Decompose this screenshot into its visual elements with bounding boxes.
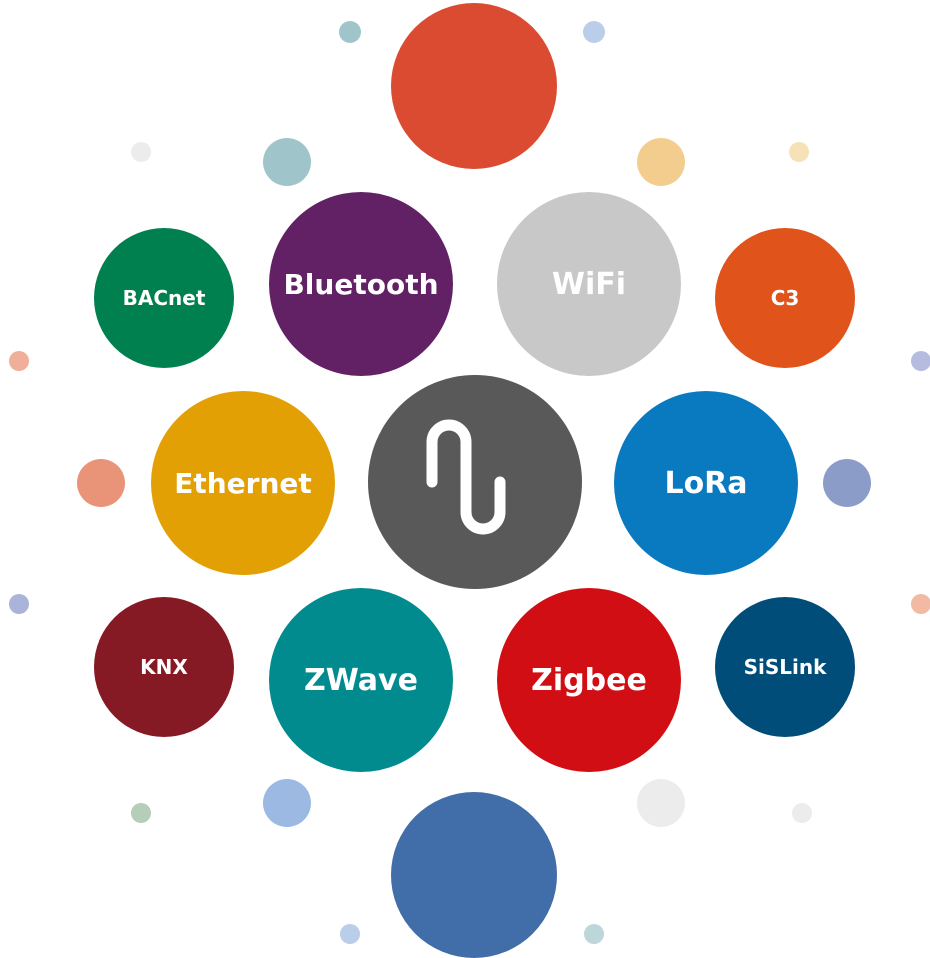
node-zigbee: Zigbee — [497, 588, 681, 772]
decorative-dot — [9, 351, 29, 371]
decorative-dot — [583, 21, 605, 43]
accent-circle-top — [391, 3, 557, 169]
decorative-dot — [263, 138, 311, 186]
node-label: BACnet — [122, 286, 206, 310]
node-wifi: WiFi — [497, 192, 681, 376]
decorative-dot — [792, 803, 812, 823]
decorative-dot — [911, 594, 930, 614]
accent-circle-bottom — [391, 792, 557, 958]
node-label: Zigbee — [531, 662, 647, 698]
node-bluetooth: Bluetooth — [269, 192, 453, 376]
node-c3: C3 — [715, 228, 855, 368]
node-label: ZWave — [304, 662, 418, 698]
decorative-dot — [637, 138, 685, 186]
decorative-dot — [340, 924, 360, 944]
node-label: Ethernet — [174, 466, 312, 500]
hub-circle — [368, 375, 582, 589]
node-label: C3 — [770, 286, 800, 310]
decorative-dot — [9, 594, 29, 614]
decorative-dot — [584, 924, 604, 944]
node-label: LoRa — [664, 465, 748, 501]
decorative-dot — [77, 459, 125, 507]
node-label: SiSLink — [743, 655, 827, 679]
decorative-dot — [339, 21, 361, 43]
decorative-dot — [131, 142, 151, 162]
node-zwave: ZWave — [269, 588, 453, 772]
node-ethernet: Ethernet — [151, 391, 335, 575]
decorative-dot — [637, 779, 685, 827]
node-label: KNX — [140, 655, 188, 679]
node-label: Bluetooth — [283, 267, 439, 301]
decorative-dot — [131, 803, 151, 823]
wave-logo-icon — [426, 419, 506, 535]
node-label: WiFi — [551, 266, 627, 302]
decorative-dot — [263, 779, 311, 827]
decorative-dot — [911, 351, 930, 371]
node-sislink: SiSLink — [715, 597, 855, 737]
node-knx: KNX — [94, 597, 234, 737]
decorative-dot — [789, 142, 809, 162]
decorative-dot — [823, 459, 871, 507]
node-bacnet: BACnet — [94, 228, 234, 368]
node-lora: LoRa — [614, 391, 798, 575]
